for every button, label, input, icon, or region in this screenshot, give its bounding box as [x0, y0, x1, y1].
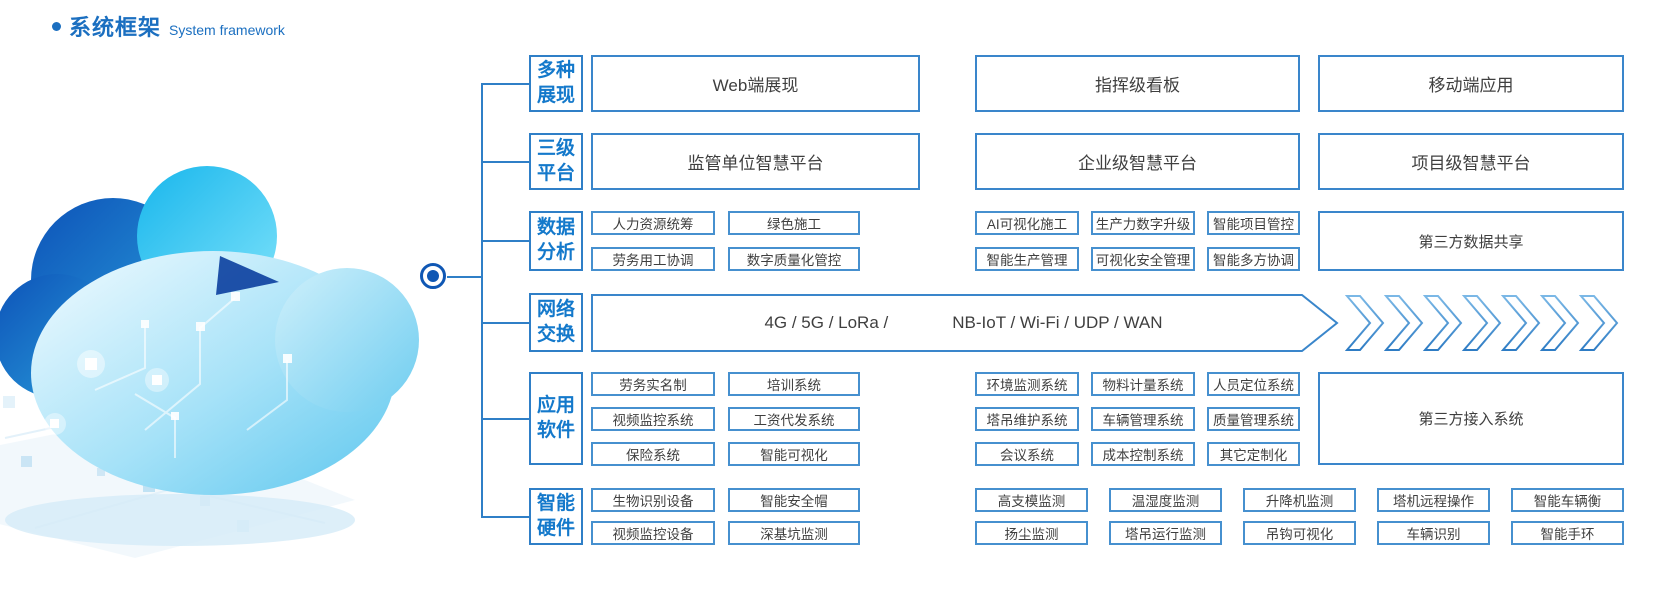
- row-label-display: 多种 展现: [529, 55, 583, 112]
- node-box: 智能生产管理: [975, 247, 1079, 271]
- node-box: 质量管理系统: [1207, 407, 1300, 431]
- bullet-icon: [52, 21, 61, 31]
- node-box: 塔机远程操作: [1377, 488, 1490, 512]
- node-box: 智能车辆衡: [1511, 488, 1624, 512]
- row-label-data-analysis: 数据 分析: [529, 211, 583, 271]
- node-box: 塔吊运行监测: [1109, 521, 1222, 545]
- node-box: 智能安全帽: [728, 488, 860, 512]
- branch-line: [481, 161, 529, 163]
- row-label-line: 分析: [536, 242, 575, 263]
- circuit-nodes: [141, 292, 292, 420]
- node-box: 劳务用工协调: [591, 247, 715, 271]
- branch-line: [481, 83, 529, 85]
- row-label-line: 网络: [536, 298, 575, 320]
- row-label-line: 数据: [536, 217, 575, 239]
- box-regulator-platform: 监管单位智慧平台: [591, 133, 920, 190]
- branch-line: [481, 418, 529, 420]
- node-box: 生产力数字升级: [1091, 211, 1195, 235]
- node-box: 劳务实名制: [591, 372, 715, 396]
- node-box: 车辆管理系统: [1091, 407, 1195, 431]
- node-box: 视频监控系统: [591, 407, 715, 431]
- box-mobile-app: 移动端应用: [1318, 55, 1624, 112]
- row-label-network: 网络 交换: [529, 293, 583, 352]
- box-third-party-data-sharing: 第三方数据共享: [1318, 211, 1624, 271]
- node-box: 视频监控设备: [591, 521, 715, 545]
- network-band-text: 4G / 5G / LoRa / NB-IoT / Wi-Fi / UDP / …: [591, 294, 1336, 352]
- hub-node-icon: [420, 263, 446, 289]
- node-box: 其它定制化: [1207, 442, 1300, 466]
- branch-line: [481, 516, 529, 518]
- glow-squares: [44, 350, 169, 435]
- row-label-line: 智能: [536, 492, 575, 514]
- node-box: 扬尘监测: [975, 521, 1088, 545]
- title-en: System framework: [169, 22, 285, 38]
- node-box: 人力资源统筹: [591, 211, 715, 235]
- node-box: 智能可视化: [728, 442, 860, 466]
- trunk-line: [481, 83, 483, 518]
- node-box: 人员定位系统: [1207, 372, 1300, 396]
- node-box: AI可视化施工: [975, 211, 1079, 235]
- node-box: 生物识别设备: [591, 488, 715, 512]
- row-label-line: 应用: [536, 394, 575, 416]
- branch-line: [481, 322, 529, 324]
- hub-connector-line: [447, 276, 481, 278]
- box-project-platform: 项目级智慧平台: [1318, 133, 1624, 190]
- circuit-traces: [94, 297, 288, 458]
- row-label-platform: 三级 平台: [529, 133, 583, 190]
- node-box: 工资代发系统: [728, 407, 860, 431]
- node-box: 高支模监测: [975, 488, 1088, 512]
- node-box: 培训系统: [728, 372, 860, 396]
- network-band-shape: [591, 294, 1339, 352]
- cloud-illustration: [0, 166, 419, 558]
- chevron-arrows-icon: [1344, 295, 1619, 351]
- box-third-party-access: 第三方接入系统: [1318, 372, 1624, 465]
- page-title: 系统框架 System framework: [52, 10, 285, 42]
- box-enterprise-platform: 企业级智慧平台: [975, 133, 1300, 190]
- node-box: 智能多方协调: [1207, 247, 1300, 271]
- node-box: 保险系统: [591, 442, 715, 466]
- row-label-line: 软件: [536, 419, 575, 441]
- node-box: 升降机监测: [1243, 488, 1356, 512]
- node-box: 车辆识别: [1377, 521, 1490, 545]
- network-protocols-left: 4G / 5G / LoRa /: [764, 313, 889, 332]
- node-box: 会议系统: [975, 442, 1079, 466]
- node-box: 成本控制系统: [1091, 442, 1195, 466]
- row-label-line: 交换: [536, 323, 575, 345]
- node-box: 绿色施工: [728, 211, 860, 235]
- title-zh: 系统框架: [69, 15, 162, 40]
- node-box: 深基坑监测: [728, 521, 860, 545]
- branch-line: [481, 240, 529, 242]
- row-label-software: 应用 软件: [529, 372, 583, 465]
- row-label-line: 平台: [536, 162, 575, 184]
- node-box: 智能手环: [1511, 521, 1624, 545]
- node-box: 数字质量化管控: [728, 247, 860, 271]
- node-box: 环境监测系统: [975, 372, 1079, 396]
- row-label-line: 硬件: [536, 517, 575, 539]
- row-label-line: 三级: [536, 137, 575, 159]
- node-box: 智能项目管控: [1207, 211, 1300, 235]
- node-box: 塔吊维护系统: [975, 407, 1079, 431]
- network-protocols-right: NB-IoT / Wi-Fi / UDP / WAN: [952, 313, 1163, 332]
- node-box: 吊钩可视化: [1243, 521, 1356, 545]
- node-box: 可视化安全管理: [1091, 247, 1195, 271]
- box-web-display: Web端展现: [591, 55, 920, 112]
- node-box: 物料计量系统: [1091, 372, 1195, 396]
- node-box: 温湿度监测: [1109, 488, 1222, 512]
- box-command-dashboard: 指挥级看板: [975, 55, 1300, 112]
- row-label-line: 展现: [536, 84, 575, 106]
- row-label-hardware: 智能 硬件: [529, 488, 583, 545]
- row-label-line: 多种: [536, 59, 575, 81]
